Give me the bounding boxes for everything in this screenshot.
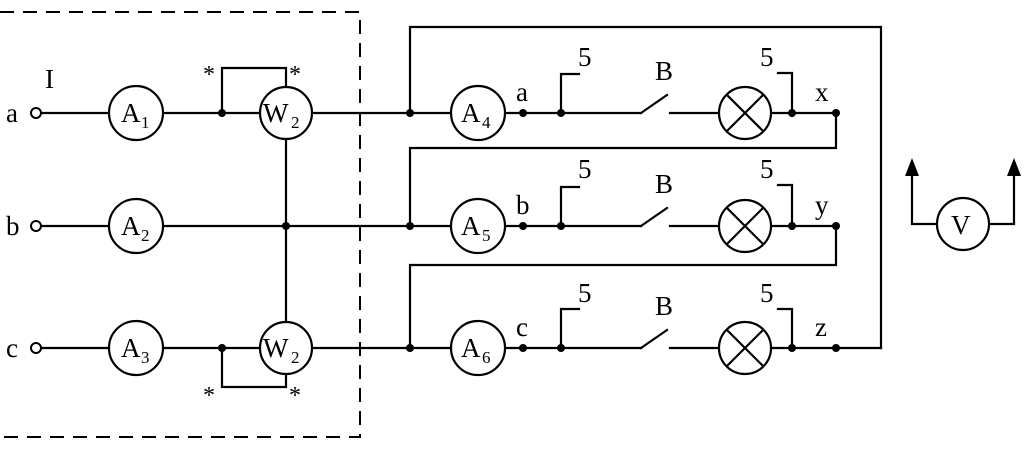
load-label-a: a [516, 77, 528, 107]
switch-label: B [655, 56, 673, 86]
phase-label-b: b [6, 211, 20, 241]
svg-text:W: W [263, 98, 289, 128]
switch-number: 5 [578, 154, 592, 184]
svg-text:5: 5 [482, 226, 491, 245]
input-terminals [30, 107, 42, 354]
switch-label: B [655, 169, 673, 199]
ammeter-a5: A 5 [449, 197, 507, 255]
terminal-a [30, 107, 42, 119]
phase-wires [39, 66, 454, 389]
svg-text:A: A [121, 98, 141, 128]
measurement-box-dashed [0, 11, 361, 438]
end-label-x: x [815, 77, 829, 107]
end-label-y: y [815, 190, 829, 220]
load-label-c: c [516, 312, 528, 342]
svg-text:4: 4 [482, 113, 491, 132]
ammeter-a4: A 4 [449, 84, 507, 142]
svg-text:A: A [461, 211, 481, 241]
lamp-icon [717, 320, 773, 376]
svg-text:A: A [121, 211, 141, 241]
star-mark: * [203, 383, 215, 409]
lamp-number: 5 [760, 42, 774, 72]
svg-text:1: 1 [141, 113, 150, 132]
star-mark: * [203, 62, 215, 88]
ammeter-a1: A 1 [107, 84, 165, 142]
svg-text:2: 2 [291, 348, 300, 367]
switch-number: 5 [578, 42, 592, 72]
switch-label: B [655, 291, 673, 321]
ammeter-a6: A 6 [449, 319, 507, 377]
star-mark: * [289, 62, 301, 88]
phase-label-c: c [6, 333, 18, 363]
ammeter-a2: A 2 [107, 197, 165, 255]
arrow-up-icon [1007, 158, 1021, 176]
svg-text:6: 6 [482, 348, 491, 367]
arrow-up-icon [905, 158, 919, 176]
load-label-b: b [516, 190, 530, 220]
terminal-c [30, 342, 42, 354]
lamp-icon [717, 85, 773, 141]
end-label-z: z [815, 312, 827, 342]
svg-text:2: 2 [141, 226, 150, 245]
lamp-number: 5 [760, 278, 774, 308]
svg-text:W: W [263, 333, 289, 363]
lamp-icon [717, 198, 773, 254]
phase-label-a: a [6, 98, 18, 128]
lamp-number: 5 [760, 154, 774, 184]
svg-text:A: A [461, 98, 481, 128]
terminal-b [30, 220, 42, 232]
wattmeter-top: W 2 [258, 85, 314, 141]
svg-text:V: V [951, 210, 971, 240]
wattmeter-bottom: W 2 [258, 320, 314, 376]
current-label: I [45, 64, 54, 94]
ammeter-a3: A 3 [107, 319, 165, 377]
svg-text:A: A [461, 333, 481, 363]
switch-number: 5 [578, 278, 592, 308]
svg-text:3: 3 [141, 348, 150, 367]
load-wires [408, 25, 883, 350]
junction-dots [218, 109, 840, 352]
svg-text:A: A [121, 333, 141, 363]
voltmeter: V [905, 158, 1021, 252]
svg-text:2: 2 [291, 113, 300, 132]
star-mark: * [289, 383, 301, 409]
